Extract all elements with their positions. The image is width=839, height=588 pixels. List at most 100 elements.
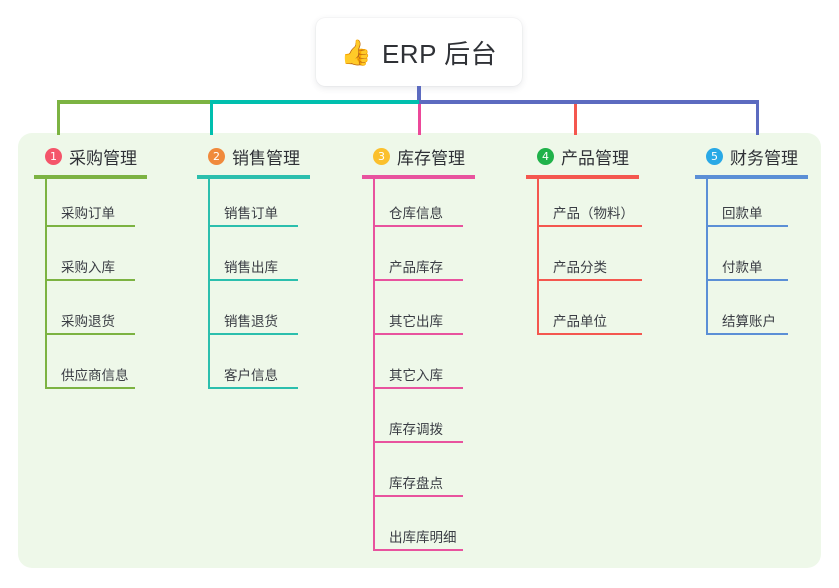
leaf-item[interactable]: 其它入库 xyxy=(362,341,475,395)
column-title-3: 库存管理 xyxy=(397,148,465,168)
leaf-item[interactable]: 采购订单 xyxy=(34,179,147,233)
thumbs-up-icon: 👍 xyxy=(340,38,372,67)
column-1: 1 采购管理采购订单采购入库采购退货供应商信息 xyxy=(34,143,147,395)
leaf-item-rule xyxy=(537,333,642,335)
leaf-item-rule xyxy=(537,225,642,227)
leaf-item[interactable]: 客户信息 xyxy=(197,341,310,395)
leaf-item-rule xyxy=(208,225,298,227)
column-spine-5 xyxy=(706,179,708,335)
column-spine-1 xyxy=(45,179,47,389)
leaf-item[interactable]: 产品分类 xyxy=(526,233,642,287)
leaf-item-label: 其它入库 xyxy=(389,368,443,383)
leaf-item-rule xyxy=(706,279,788,281)
leaf-item-label: 其它出库 xyxy=(389,314,443,329)
leaf-item[interactable]: 其它出库 xyxy=(362,287,475,341)
column-rule-2 xyxy=(197,175,310,179)
leaf-item-label: 出库库明细 xyxy=(389,530,457,545)
leaf-item[interactable]: 产品单位 xyxy=(526,287,642,341)
leaf-item-rule xyxy=(373,495,463,497)
column-header-1[interactable]: 1 采购管理 xyxy=(34,143,147,169)
leaf-item-label: 采购退货 xyxy=(61,314,115,329)
connector-drop-5 xyxy=(756,104,759,135)
leaf-item-rule xyxy=(706,225,788,227)
leaf-item-rule xyxy=(373,279,463,281)
leaf-item[interactable]: 库存盘点 xyxy=(362,449,475,503)
leaf-item[interactable]: 结算账户 xyxy=(695,287,808,341)
leaf-item-rule xyxy=(208,387,298,389)
column-spine-2 xyxy=(208,179,210,389)
leaf-item-label: 销售出库 xyxy=(224,260,278,275)
leaf-item[interactable]: 回款单 xyxy=(695,179,808,233)
column-rule-3 xyxy=(362,175,475,179)
leaf-item[interactable]: 产品库存 xyxy=(362,233,475,287)
leaf-item-rule xyxy=(208,333,298,335)
column-badge-2: 2 xyxy=(208,147,225,165)
column-spine-4 xyxy=(537,179,539,335)
leaf-item[interactable]: 销售订单 xyxy=(197,179,310,233)
column-spine-3 xyxy=(373,179,375,551)
leaf-item-rule xyxy=(45,387,135,389)
leaf-item[interactable]: 产品（物料） xyxy=(526,179,642,233)
leaf-item[interactable]: 库存调拨 xyxy=(362,395,475,449)
column-2: 2 销售管理销售订单销售出库销售退货客户信息 xyxy=(197,143,310,395)
column-header-2[interactable]: 2 销售管理 xyxy=(197,143,310,169)
leaf-item-label: 采购订单 xyxy=(61,206,115,221)
column-badge-1: 1 xyxy=(45,147,62,165)
leaf-item[interactable]: 采购入库 xyxy=(34,233,147,287)
connector-hbar-segment-2 xyxy=(210,100,419,104)
connector-drop-2 xyxy=(210,104,213,135)
leaf-item[interactable]: 销售出库 xyxy=(197,233,310,287)
connector-drop-3 xyxy=(418,104,421,135)
leaf-item[interactable]: 出库库明细 xyxy=(362,503,475,557)
column-header-3[interactable]: 3 库存管理 xyxy=(362,143,475,169)
leaf-item-rule xyxy=(373,549,463,551)
leaf-item[interactable]: 付款单 xyxy=(695,233,808,287)
leaf-item-rule xyxy=(537,279,642,281)
leaf-item-label: 产品（物料） xyxy=(553,206,634,221)
leaf-item-label: 库存调拨 xyxy=(389,422,443,437)
leaf-item-label: 销售订单 xyxy=(224,206,278,221)
leaf-item-label: 仓库信息 xyxy=(389,206,443,221)
column-rule-1 xyxy=(34,175,147,179)
column-title-4: 产品管理 xyxy=(561,148,629,168)
leaf-item-label: 产品分类 xyxy=(553,260,607,275)
leaf-item-rule xyxy=(45,333,135,335)
connector-hbar-segment-3 xyxy=(419,100,759,104)
leaf-item-label: 客户信息 xyxy=(224,368,278,383)
root-node-card[interactable]: 👍 ERP 后台 xyxy=(316,18,522,86)
leaf-item-label: 库存盘点 xyxy=(389,476,443,491)
leaf-item-rule xyxy=(706,333,788,335)
leaf-item-label: 产品单位 xyxy=(553,314,607,329)
column-header-4[interactable]: 4 产品管理 xyxy=(526,143,639,169)
column-items-3: 仓库信息产品库存其它出库其它入库库存调拨库存盘点出库库明细 xyxy=(362,179,475,557)
column-title-2: 销售管理 xyxy=(232,148,300,168)
leaf-item[interactable]: 采购退货 xyxy=(34,287,147,341)
column-4: 4 产品管理产品（物料） 产品分类产品单位 xyxy=(526,143,642,341)
column-title-5: 财务管理 xyxy=(730,148,798,168)
column-rule-5 xyxy=(695,175,808,179)
leaf-item-rule xyxy=(373,225,463,227)
root-node-title: ERP 后台 xyxy=(381,38,498,69)
leaf-item-label: 供应商信息 xyxy=(61,368,129,383)
leaf-item[interactable]: 仓库信息 xyxy=(362,179,475,233)
connector-drop-4 xyxy=(574,104,577,135)
leaf-item-label: 付款单 xyxy=(722,260,763,275)
leaf-item-rule xyxy=(373,333,463,335)
column-badge-4: 4 xyxy=(537,147,554,165)
leaf-item-label: 采购入库 xyxy=(61,260,115,275)
leaf-item-rule xyxy=(373,387,463,389)
column-items-1: 采购订单采购入库采购退货供应商信息 xyxy=(34,179,147,395)
column-badge-3: 3 xyxy=(373,147,390,165)
column-title-1: 采购管理 xyxy=(69,148,137,168)
connector-hbar-segment-1 xyxy=(57,100,210,104)
leaf-item-rule xyxy=(208,279,298,281)
connector-drop-1 xyxy=(57,104,60,135)
leaf-item-label: 结算账户 xyxy=(722,314,776,329)
leaf-item-rule xyxy=(45,279,135,281)
root-stem-connector xyxy=(417,86,421,104)
leaf-item-label: 销售退货 xyxy=(224,314,278,329)
leaf-item[interactable]: 销售退货 xyxy=(197,287,310,341)
column-items-4: 产品（物料） 产品分类产品单位 xyxy=(526,179,642,341)
leaf-item[interactable]: 供应商信息 xyxy=(34,341,147,395)
